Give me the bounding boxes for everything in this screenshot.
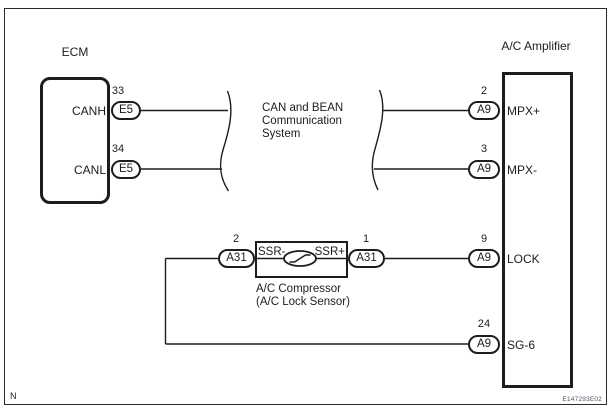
compressor-pin-number-left: 2 [232, 232, 240, 245]
amplifier-block [502, 72, 573, 388]
ecm-pin-oval-canh: E5 [111, 101, 141, 120]
amp-signal-lock: LOCK [507, 252, 540, 266]
figure-code: E147293E02 [562, 395, 602, 403]
amp-signal-mpx-plus: MPX+ [507, 104, 541, 118]
amp-pin-number-sg6: 24 [477, 317, 491, 330]
compressor-terminal-ssr-minus: SSR- [258, 246, 286, 258]
amp-pin-number-mpx-minus: 3 [480, 143, 488, 155]
communication-system-note: CAN and BEAN Communication System [262, 102, 344, 141]
ecm-signal-canh: CANH [71, 104, 106, 118]
amp-pin-number-mpx-plus: 2 [480, 84, 488, 97]
corner-label: N [10, 391, 17, 401]
amp-pin-oval-lock: A9 [468, 249, 500, 268]
compressor-pin-oval-right: A31 [348, 249, 385, 268]
compressor-pin-number-right: 1 [362, 232, 370, 245]
ecm-pin-number-canl: 34 [111, 143, 125, 155]
amplifier-title: A/C Amplifier [501, 39, 571, 53]
ecm-block [40, 77, 110, 204]
ecm-signal-canl: CANL [73, 162, 106, 177]
compressor-block [255, 241, 348, 278]
amp-pin-oval-sg6: A9 [468, 334, 500, 354]
compressor-caption-line1: A/C Compressor [256, 283, 341, 295]
compressor-caption-line2: (A/C Lock Sensor) [256, 295, 350, 308]
amp-pin-oval-mpx-minus: A9 [468, 159, 500, 179]
compressor-pin-oval-left: A31 [218, 249, 255, 268]
ecm-pin-number-canh: 33 [111, 84, 125, 97]
ecm-title: ECM [61, 45, 89, 59]
diagram-border [4, 8, 607, 405]
ecm-pin-oval-canl: E5 [111, 159, 141, 179]
break-curve-left [219, 90, 232, 192]
amp-pin-number-lock: 9 [480, 232, 488, 245]
amp-signal-mpx-minus: MPX- [507, 162, 537, 177]
compressor-terminal-ssr-plus: SSR+ [314, 246, 345, 258]
lock-sensor-icon [283, 250, 317, 267]
amp-pin-oval-mpx-plus: A9 [468, 101, 500, 120]
amp-signal-sg6: SG-6 [507, 337, 536, 352]
break-curve-right [371, 89, 384, 191]
